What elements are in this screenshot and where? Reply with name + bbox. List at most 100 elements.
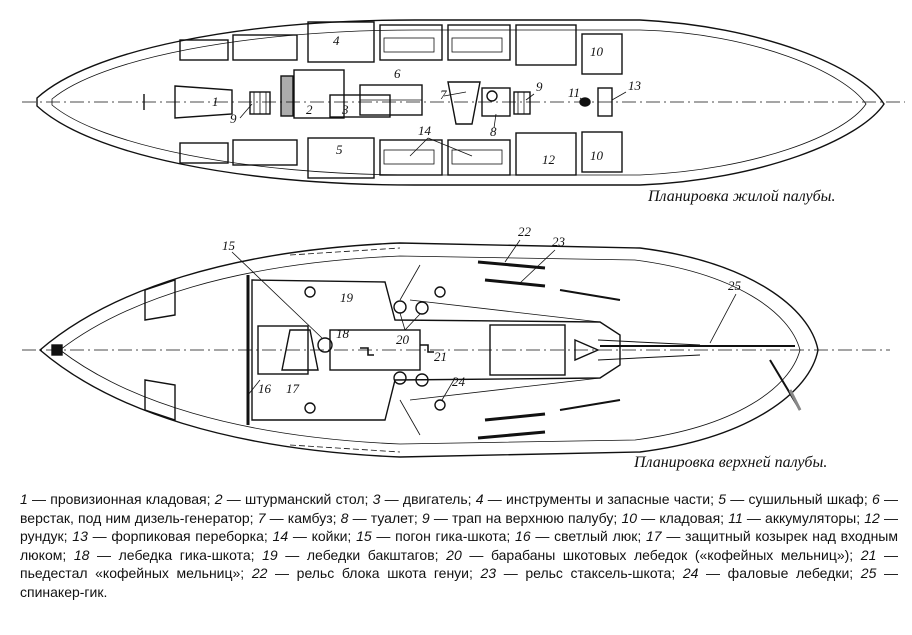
legend-item-24: 24 — фаловые лебедки; — [683, 565, 861, 581]
bunk — [379, 139, 443, 176]
label-5: 5 — [336, 142, 343, 157]
forepeak-bulkhead — [597, 87, 613, 117]
cabinet — [179, 39, 229, 61]
label-9-fwd: 9 — [536, 79, 543, 94]
legend-text: — форпиковая переборка; — [87, 528, 273, 545]
galley — [447, 81, 481, 125]
label-15: 15 — [222, 238, 236, 253]
legend-text: — двигатель; — [380, 491, 476, 507]
legend-item-10: 10 — кладовая; — [621, 510, 728, 526]
legend-item-18: 18 — лебедка гика-шкота; — [74, 547, 262, 563]
label-6: 6 — [394, 66, 401, 81]
legend-number: 4 — [475, 491, 484, 507]
label-10-top: 10 — [590, 44, 604, 59]
legend-item-9: 9 — трап на верхнюю палубу; — [422, 510, 622, 526]
legend-number: 17 — [646, 528, 662, 545]
label-14: 14 — [418, 123, 432, 138]
legend-number: 10 — [621, 509, 638, 526]
sheet-drum-20-c — [393, 371, 407, 385]
legend-number: 20 — [446, 546, 462, 563]
legend-number: 14 — [272, 528, 289, 545]
legend-item-4: 4 — инструменты и запасные части; — [476, 491, 718, 507]
legend-item-25: 25 — спинакер-гик. — [20, 565, 898, 600]
backstay-winch-19-bottom — [304, 402, 316, 414]
stern-bench-top — [144, 279, 176, 321]
bunk — [379, 24, 443, 61]
label-11: 11 — [568, 85, 580, 100]
bunk — [447, 139, 511, 176]
legend-text: — рельс блока шкота генуи; — [267, 565, 481, 582]
legend-item-14: 14 — койки; — [273, 528, 357, 544]
label-12: 12 — [542, 152, 556, 167]
legend-text: — светлый люк; — [530, 528, 647, 545]
living-deck-starboard-cabinets — [179, 131, 623, 179]
legend-number: 8 — [340, 509, 349, 526]
legend-number: 23 — [480, 565, 497, 582]
living-deck-labels: 1 9 2 3 4 5 6 7 8 9 10 10 11 12 13 14 — [212, 33, 642, 167]
legend-item-23: 23 — рельс стаксель-шкота; — [481, 565, 683, 581]
legend-item-2: 2 — штурманский стол; — [215, 491, 373, 507]
legend-text: — провизионная кладовая; — [27, 491, 215, 507]
staysail-track-23-top — [484, 278, 546, 288]
stern-fitting — [51, 344, 63, 356]
legend-number: 7 — [257, 509, 266, 526]
legend-number: 22 — [251, 565, 268, 582]
label-2: 2 — [306, 102, 313, 117]
legend-item-19: 19 — лебедки бакштагов; — [262, 547, 446, 563]
cabinet — [383, 37, 435, 53]
legend-text: — штурманский стол; — [222, 491, 373, 507]
sheet-drum-20-b — [415, 301, 429, 315]
cockpit-coaming — [251, 279, 621, 421]
living-deck-leaders — [239, 91, 627, 157]
legend-item-20: 20 — барабаны шкотовых лебедок («кофейны… — [446, 547, 861, 563]
store-10-top — [581, 33, 623, 75]
legend-text: — туалет; — [348, 509, 422, 526]
legend-number: 21 — [860, 546, 877, 563]
bunk — [515, 132, 577, 176]
sheet-drum-20-d — [415, 373, 429, 387]
legend-text: — трап на верхнюю палубу; — [429, 509, 622, 526]
legend-number: 11 — [728, 509, 743, 526]
stern-bench-bottom — [144, 379, 176, 421]
label-17: 17 — [286, 381, 300, 396]
label-4: 4 — [333, 33, 340, 48]
forward-hatch — [489, 324, 566, 376]
batteries-block — [280, 75, 294, 117]
bunk — [447, 24, 511, 61]
legend-text: — лебедки бакштагов; — [277, 546, 447, 563]
staysail-track-23-bottom — [484, 412, 546, 422]
halyard-winch-24-a — [434, 399, 446, 411]
legend-text: — сушильный шкаф; — [726, 491, 872, 507]
legend-text: — спинакер-гик. — [20, 565, 899, 600]
label-7: 7 — [440, 87, 447, 102]
living-deck-plan — [22, 19, 905, 186]
legend-item-15: 15 — погон гика-шкота; — [356, 528, 515, 544]
legend-number: 16 — [515, 528, 531, 545]
cabinet — [451, 149, 503, 165]
halyard-winch-24-b — [434, 286, 446, 298]
genoa-track-22-bottom — [477, 430, 546, 440]
mast-step — [574, 338, 600, 362]
legend-item-1: 1 — провизионная кладовая; — [20, 491, 215, 507]
legend-item-17: 17 — защитный козырек над входным люком; — [20, 528, 898, 563]
provision-store — [174, 85, 233, 119]
legend-item-3: 3 — двигатель; — [373, 491, 476, 507]
legend-item-12: 12 — рундук; — [20, 510, 898, 545]
cabinet — [232, 139, 298, 166]
legend-number: 12 — [864, 509, 880, 526]
label-25: 25 — [728, 278, 742, 293]
legend-text: — инструменты и запасные части; — [483, 491, 719, 507]
label-19: 19 — [340, 290, 354, 305]
legend-number: 25 — [860, 565, 877, 582]
coffee-grinder-pedestal — [360, 347, 374, 356]
bunk — [515, 24, 577, 66]
legend: 1 — провизионная кладовая; 2 — штурманск… — [20, 490, 898, 602]
legend-number: 19 — [262, 546, 278, 563]
legend-text: — камбуз; — [265, 509, 341, 526]
legend-number: 2 — [214, 491, 223, 507]
legend-item-22: 22 — рельс блока шкота генуи; — [252, 565, 481, 581]
label-20: 20 — [396, 332, 410, 347]
legend-number: 9 — [421, 509, 430, 526]
legend-text: — защитный козырек над входным люком; — [20, 528, 898, 563]
legend-item-6: 6 — верстак, под ним дизель-генератор; — [20, 491, 898, 526]
